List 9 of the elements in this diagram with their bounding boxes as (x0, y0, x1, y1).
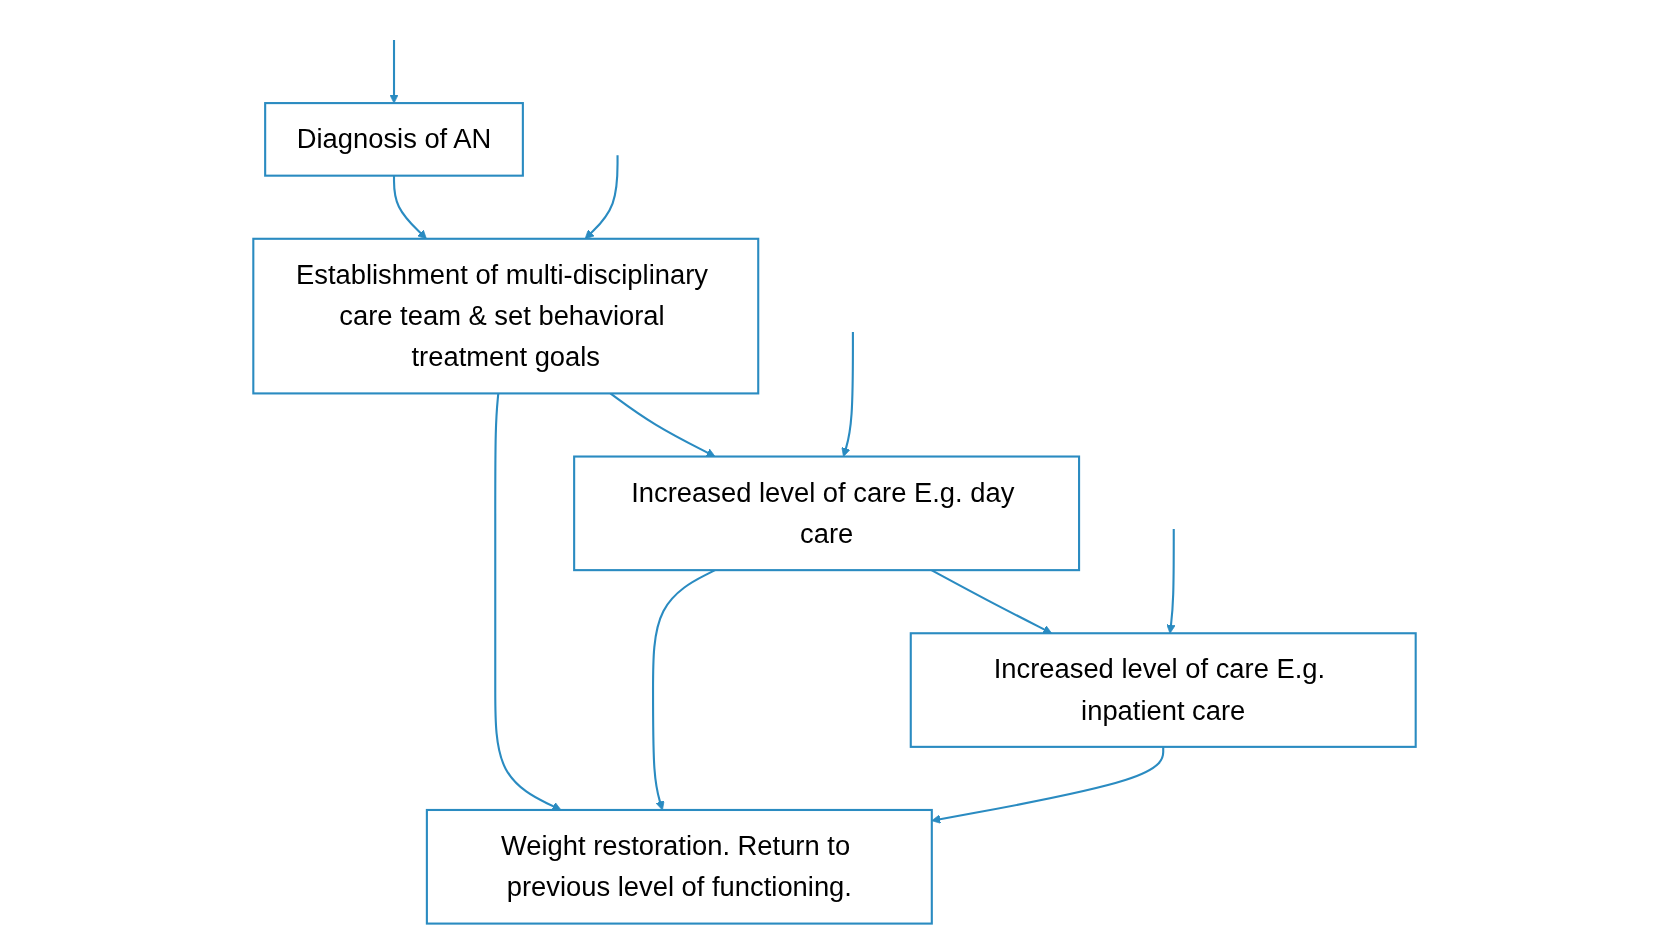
node-box: Weight restoration. Return to previous level of functioning. (425, 808, 933, 925)
arrow (841, 331, 854, 457)
arrow (931, 746, 1165, 824)
node-box: Diagnosis of AN (264, 102, 524, 177)
node-box: Establishment of multi-disciplinary care team & set behavioral treatment goals (252, 237, 760, 395)
arrow (1166, 529, 1176, 634)
node-box: Increased level of care E.g. inpatient care (909, 632, 1417, 748)
node-box: Increased level of care E.g. day care (573, 455, 1081, 572)
arrow (389, 39, 399, 104)
